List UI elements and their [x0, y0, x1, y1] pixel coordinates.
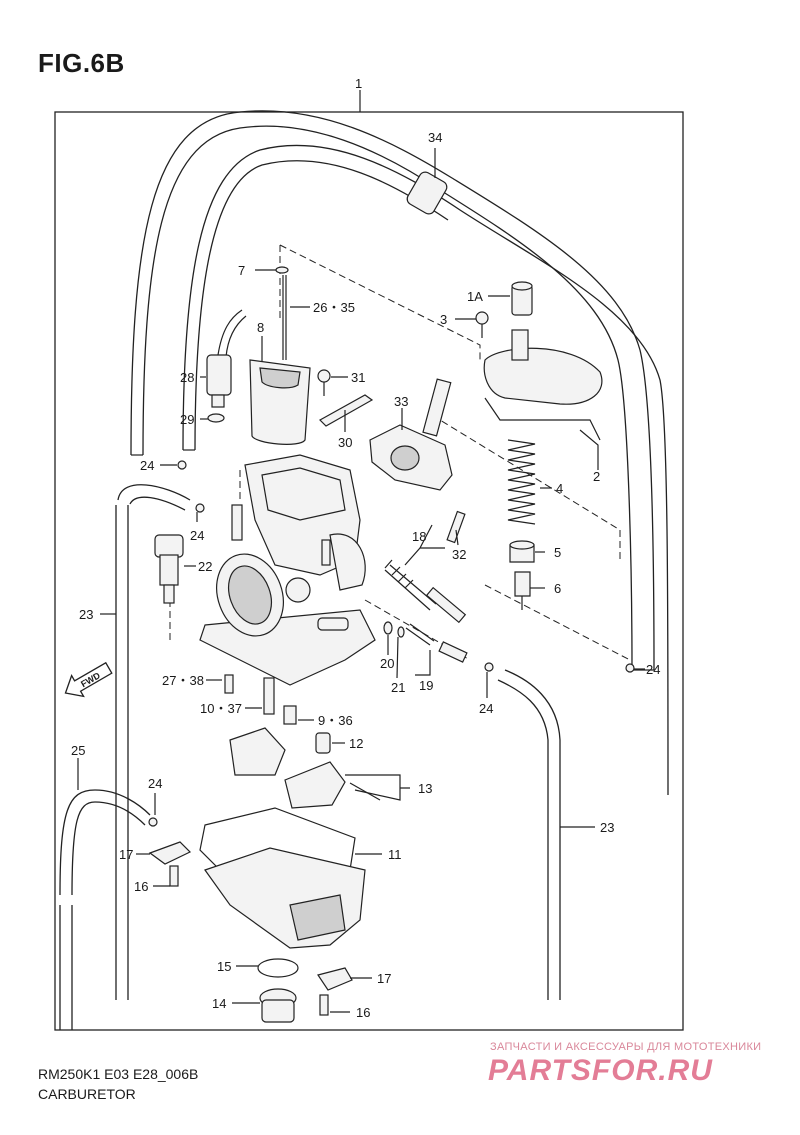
callout-29: 29: [180, 412, 194, 427]
callout-24a: 24: [140, 458, 154, 473]
callout-27-38: 27・38: [162, 673, 204, 688]
callout-24e: 24: [148, 776, 162, 791]
callout-17a: 17: [119, 847, 133, 862]
callout-4: 4: [556, 481, 563, 496]
callout-22: 22: [198, 559, 212, 574]
watermark-logo: PARTSFOR.RU: [488, 1054, 713, 1087]
callout-leaders: [77, 148, 645, 1013]
callout-7: 7: [238, 263, 245, 278]
callout-33: 33: [394, 394, 408, 409]
fwd-arrow-icon: FWD: [64, 661, 113, 698]
callout-28: 28: [180, 370, 194, 385]
figure-title: FIG.6B: [38, 48, 125, 78]
callout-14: 14: [212, 996, 226, 1011]
callout-labels: 1 34 7 26・35 1A 3 8 28 31 33 29 30 4 2 2…: [71, 76, 660, 1020]
diagram-frame: [54, 111, 684, 1031]
callout-17b: 17: [377, 971, 391, 986]
callout-13: 13: [418, 781, 432, 796]
callout-21: 21: [391, 680, 405, 695]
callout-19: 19: [419, 678, 433, 693]
callout-31: 31: [351, 370, 365, 385]
callout-8: 8: [257, 320, 264, 335]
callout-15: 15: [217, 959, 231, 974]
callout-30: 30: [338, 435, 352, 450]
callout-24b: 24: [190, 528, 204, 543]
callout-3: 3: [440, 312, 447, 327]
callout-24d: 24: [479, 701, 493, 716]
throttle-cable: [130, 110, 669, 796]
callout-18: 18: [412, 529, 426, 544]
callout-20: 20: [380, 656, 394, 671]
callout-25: 25: [71, 743, 85, 758]
callout-16b: 16: [356, 1005, 370, 1020]
callout-34: 34: [428, 130, 442, 145]
callout-32: 32: [452, 547, 466, 562]
callout-1: 1: [355, 76, 362, 91]
callout-9-36: 9・36: [318, 713, 353, 728]
carburetor-body: [199, 454, 376, 686]
callout-10-37: 10・37: [200, 701, 242, 716]
callout-11: 11: [388, 847, 402, 862]
callout-23b: 23: [600, 820, 614, 835]
callout-23a: 23: [79, 607, 93, 622]
callout-16a: 16: [134, 879, 148, 894]
watermark-tagline: ЗАПЧАСТИ И АКСЕССУАРЫ ДЛЯ МОТОТЕХНИКИ: [490, 1041, 762, 1053]
throttle-spring: [507, 439, 536, 525]
callout-24c: 24: [646, 662, 660, 677]
callout-6: 6: [554, 581, 561, 596]
callout-26-35: 26・35: [313, 300, 355, 315]
callout-12: 12: [349, 736, 363, 751]
model-code: RM250K1 E03 E28_006B: [38, 1066, 199, 1082]
section-name: CARBURETOR: [38, 1086, 136, 1102]
callout-1a: 1A: [467, 289, 483, 304]
callout-5: 5: [554, 545, 561, 560]
callout-2: 2: [593, 469, 600, 484]
